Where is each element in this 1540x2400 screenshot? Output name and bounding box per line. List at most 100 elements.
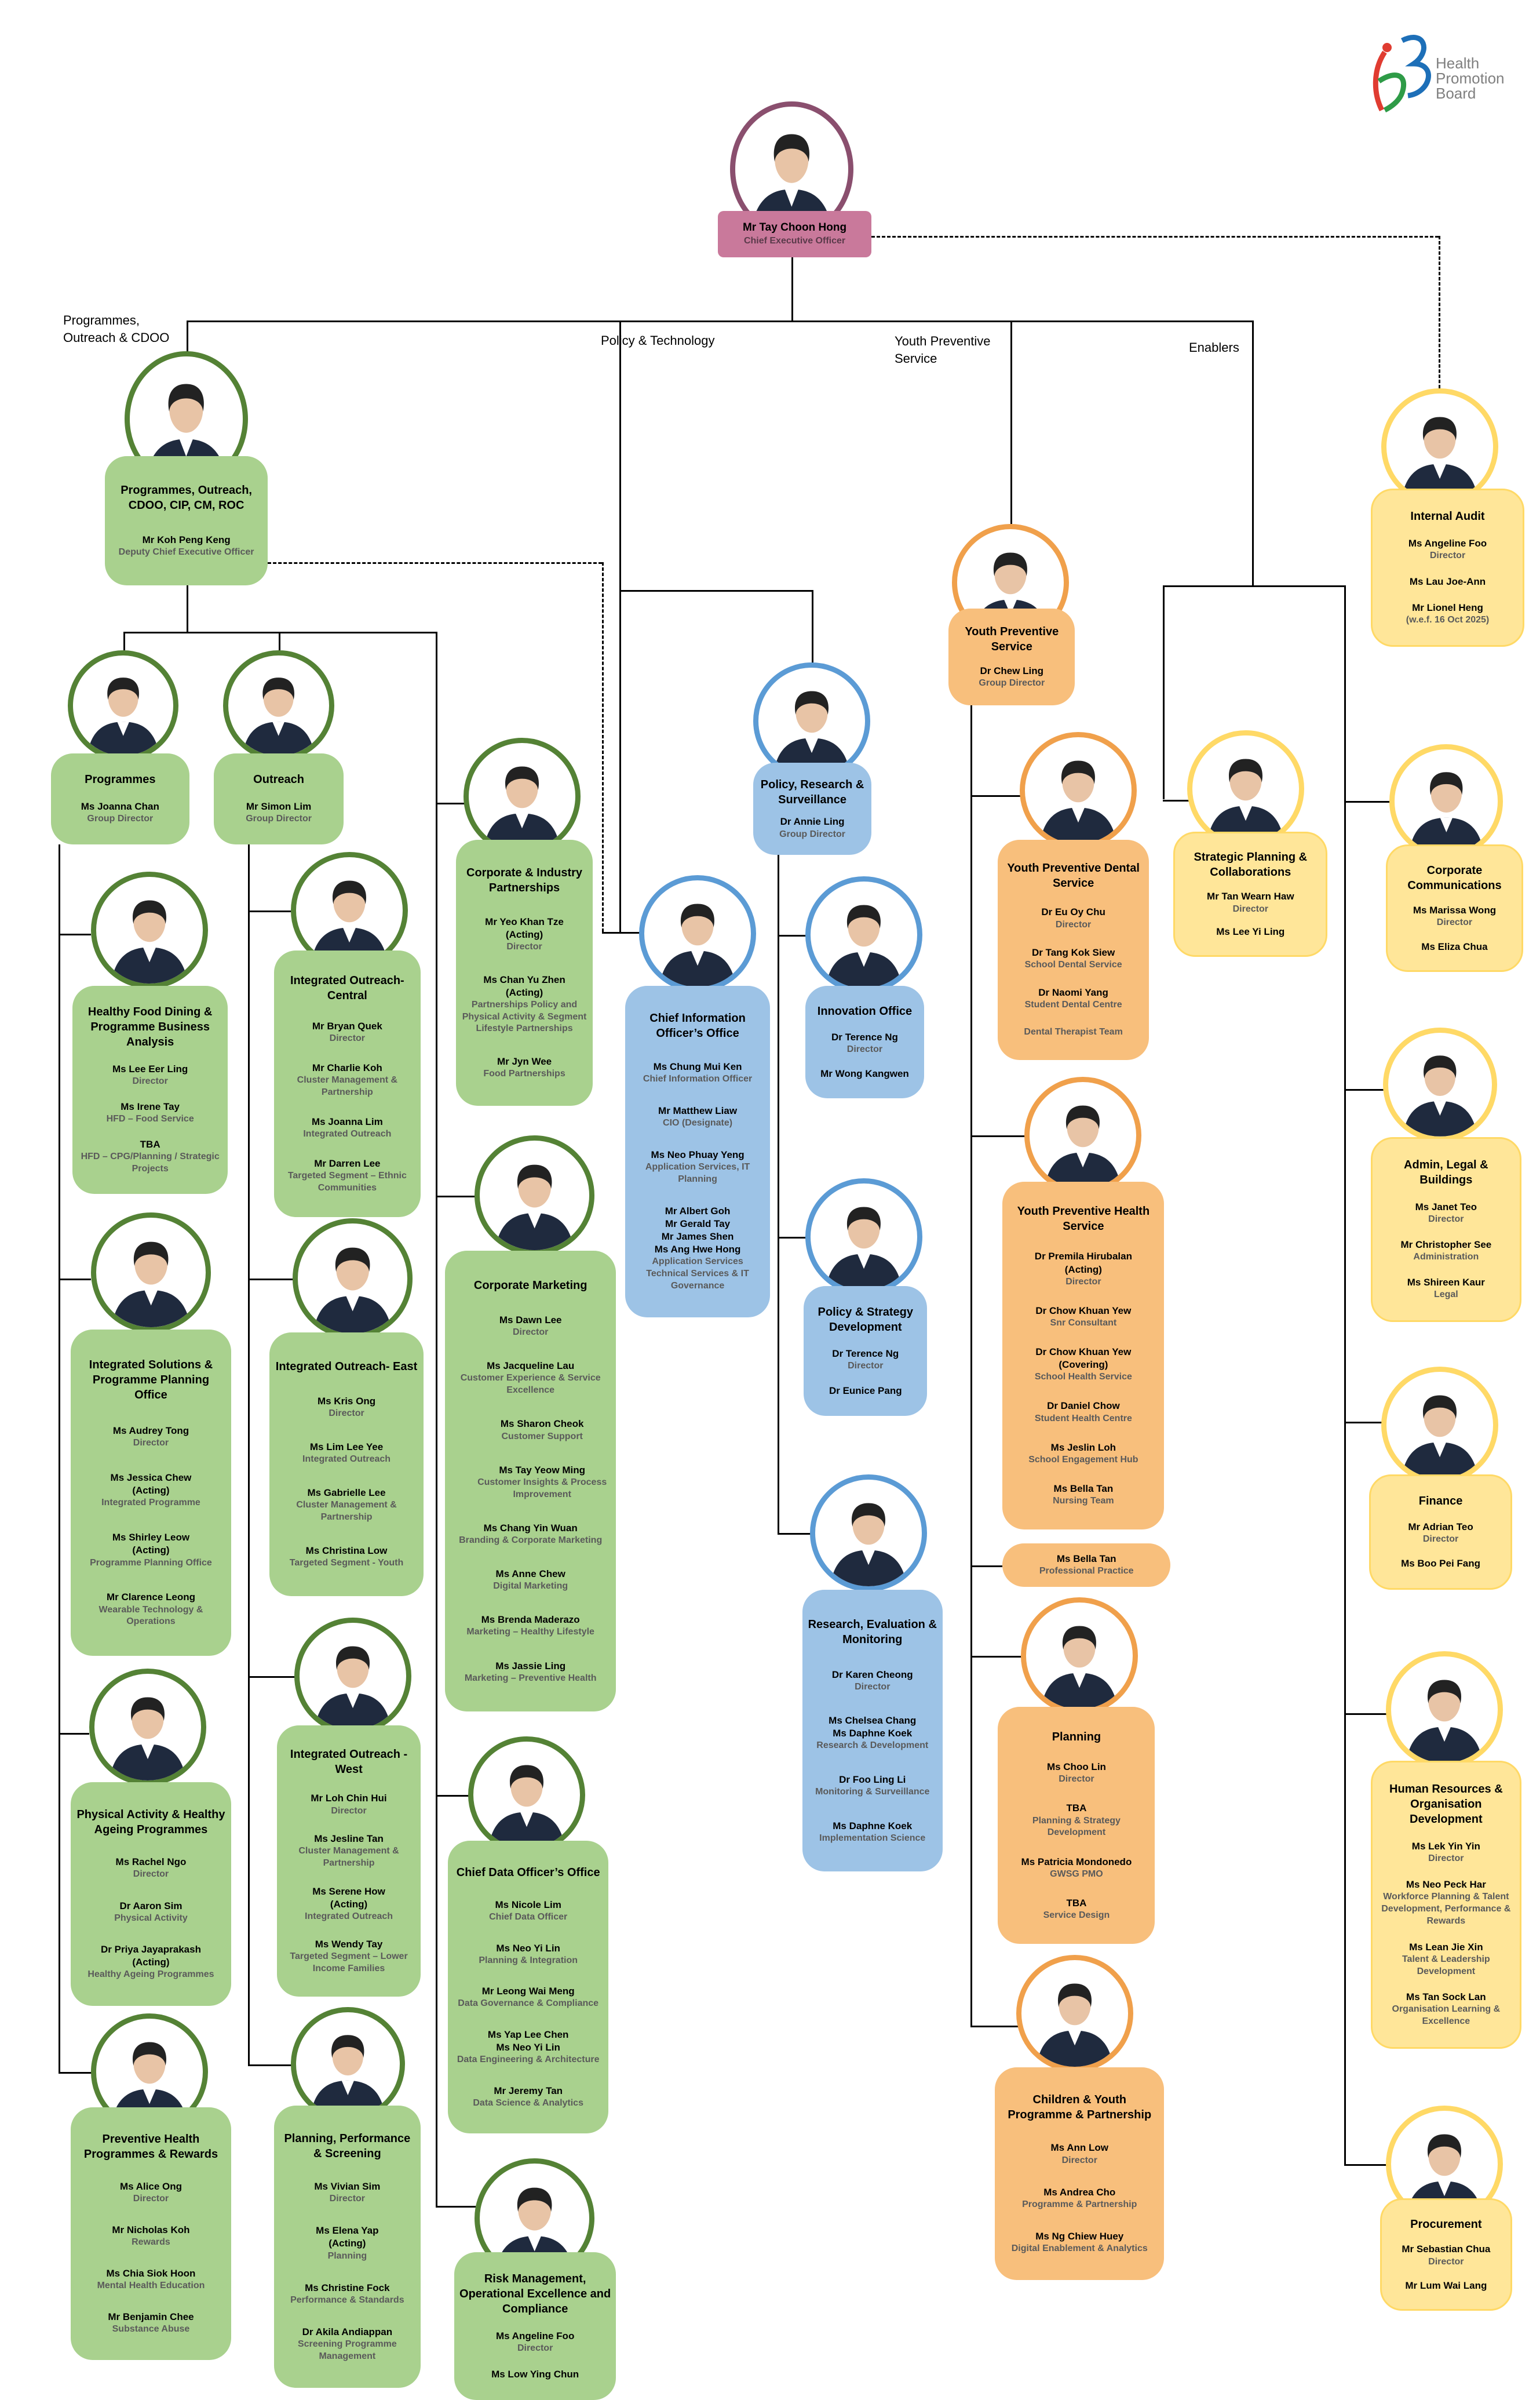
branch-label-programmes: Programmes, Outreach & CDOO <box>63 313 170 345</box>
cyp-portrait <box>1016 1955 1134 2072</box>
unit-title: Youth Preventive Health Service <box>1017 1205 1150 1233</box>
staff-role: Healthy Ageing Programmes <box>87 1969 214 1980</box>
cm-portrait <box>474 1135 594 1256</box>
staff-name: Ms Shireen Kaur <box>1407 1277 1485 1288</box>
staff-role: Screening Programme Management <box>297 2339 397 2361</box>
staff-name: Ms Audrey Tong <box>112 1425 189 1437</box>
person-silhouette-icon <box>1041 1626 1118 1710</box>
staff-role: Programme Planning Office <box>90 1557 212 1568</box>
staff-entry: Ms Eliza Chua <box>1421 941 1487 953</box>
unit-title: Procurement <box>1410 2218 1482 2231</box>
connector-line <box>59 1279 91 1281</box>
staff-name: Dr Tang Kok Siew <box>1031 946 1115 958</box>
staff-name: Ms Eliza Chua <box>1421 941 1488 952</box>
unit-title: Policy & Strategy Development <box>818 1305 914 1334</box>
staff-name: Mr Clarence Leong <box>106 1591 195 1603</box>
staff-role: Integrated Outreach <box>302 1454 391 1465</box>
person-silhouette-icon <box>825 905 903 989</box>
staff-role: Talent & Leadership Development <box>1402 1954 1490 1976</box>
unit-title: Integrated Solutions & Programme Plannin… <box>89 1359 213 1401</box>
unit-title: Research, Evaluation & Monitoring <box>808 1618 937 1646</box>
staff-role: Mental Health Education <box>97 2281 205 2291</box>
staff-entry: Ms Shirley Leow (Acting)Programme Planni… <box>90 1531 212 1569</box>
staff-name: Dr Annie Ling <box>780 816 845 828</box>
staff-name: Ms Low Ying Chun <box>491 2368 579 2380</box>
connector-line <box>619 590 812 592</box>
io-east-portrait <box>293 1218 413 1339</box>
unit-title: Finance <box>1418 1495 1463 1508</box>
staff-role: Digital Marketing <box>493 1581 568 1591</box>
dotted-reporting-line <box>268 562 603 565</box>
connector-line <box>811 590 813 664</box>
staff-entry: Dr Chow Khuan Yew (Covering)School Healt… <box>1035 1346 1132 1383</box>
unit-title: Healthy Food Dining & Programme Business… <box>87 1006 213 1049</box>
staff-role: Director <box>1232 904 1268 914</box>
staff-name: Ms Angeline Foo <box>1408 538 1487 549</box>
staff-role: Director <box>133 1438 169 1448</box>
staff-entry: Ms Jessica Chew (Acting)Integrated Progr… <box>101 1472 200 1509</box>
staff-name: Mr Tan Wearn Haw <box>1207 891 1294 902</box>
unit-title: Chief Information Officer’s Office <box>649 1012 746 1040</box>
healthy-food-card: Healthy Food Dining & Programme Business… <box>72 986 228 1194</box>
connector-line <box>59 933 91 935</box>
staff-role: HFD – CPG/Planning / Strategic Projects <box>81 1152 220 1174</box>
staff-entry: Mr Yeo Khan Tze (Acting)Director <box>485 916 564 953</box>
staff-entry: Mr Lum Wai Lang <box>1405 2279 1487 2292</box>
staff-role: Director <box>329 1033 366 1044</box>
staff-name: TBA <box>1066 1802 1087 1814</box>
staff-role: Planning & Integration <box>479 1955 578 1965</box>
connector-line <box>778 1237 807 1239</box>
staff-name: Mr Matthew Liaw <box>658 1105 738 1116</box>
person-silhouette-icon <box>495 1164 574 1251</box>
staff-name: Ms Serene How (Acting) <box>312 1885 385 1910</box>
staff-role: Nursing Team <box>1053 1496 1114 1506</box>
staff-name: Ms Brenda Maderazo <box>481 1614 580 1626</box>
staff-name: Ms Lau Joe-Ann <box>1409 576 1486 587</box>
isppo-portrait <box>90 1212 211 1333</box>
ypds-portrait <box>1019 731 1137 849</box>
unit-title: Corporate Communications <box>1407 864 1502 892</box>
staff-role: Director <box>133 1869 169 1880</box>
staff-role: Chief Information Officer <box>643 1073 753 1084</box>
person-silhouette-icon <box>313 1248 392 1334</box>
person-silhouette-icon <box>1044 1105 1121 1189</box>
staff-role: Director <box>329 1408 364 1419</box>
staff-name: Ms Christina Low <box>305 1545 388 1556</box>
connector-line <box>1344 1713 1388 1715</box>
staff-role: Director <box>1422 1534 1459 1544</box>
connector-line <box>970 2026 1018 2028</box>
connector-line <box>436 802 465 804</box>
spc-portrait <box>1187 730 1305 847</box>
logo-text: Health Promotion Board <box>1436 54 1505 102</box>
staff-role: Data Engineering & Architecture <box>457 2055 600 2065</box>
staff-name: Ms Vivian Sim <box>314 2181 381 2193</box>
staff-entry: Ms Serene How (Acting)Integrated Outreac… <box>305 1885 393 1923</box>
staff-name: Ms Jessica Chew (Acting) <box>110 1472 192 1496</box>
connector-line <box>791 257 794 321</box>
staff-role: Research & Development <box>816 1740 929 1751</box>
staff-name: Mr Darren Lee <box>314 1158 381 1169</box>
